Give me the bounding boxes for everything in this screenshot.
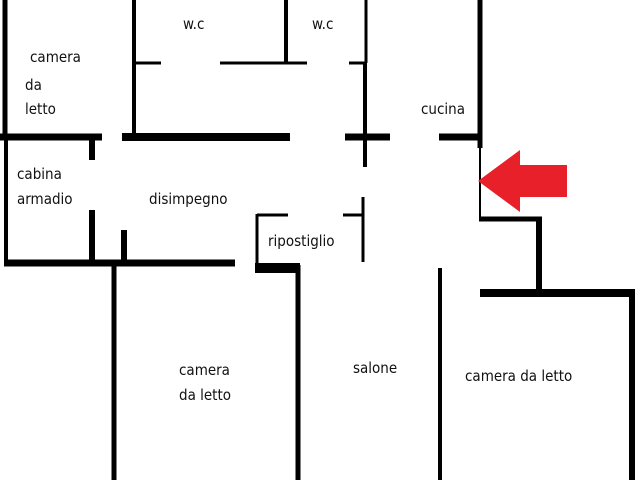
room-label-wc: w.c [183,15,205,33]
room-label-bedroom: letto [25,100,56,118]
room-label-wc: w.c [312,15,334,33]
room-label-storage: ripostiglio [268,232,335,250]
arrow-left-icon [478,150,567,212]
room-label-bedroom: camera [30,48,81,66]
room-label-living-room: salone [353,359,398,377]
room-label-bedroom: camera [179,361,230,379]
room-label-kitchen: cucina [421,100,465,118]
room-label-bedroom: camera da letto [465,367,573,385]
room-label-bedroom: da [25,76,42,94]
room-label-bedroom: da letto [179,386,232,404]
room-label-hallway: disimpegno [149,190,228,208]
room-label-closet: armadio [17,190,73,208]
room-label-closet: cabina [17,165,62,183]
